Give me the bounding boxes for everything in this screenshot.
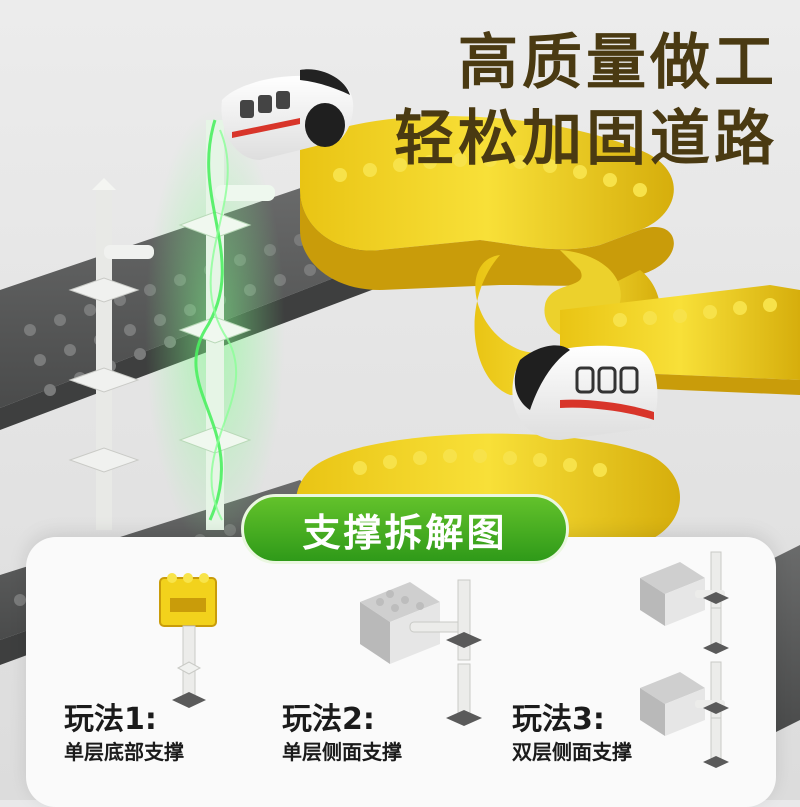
method2-title: 玩法2: <box>282 702 375 737</box>
method2-desc: 单层侧面支撑 <box>282 740 402 764</box>
method3-title: 玩法3: <box>512 702 605 737</box>
method3-desc: 双层侧面支撑 <box>512 740 632 764</box>
headline-line2: 轻松加固道路 <box>394 104 778 174</box>
support-pillar-back <box>68 178 154 530</box>
train-lower <box>512 345 658 440</box>
method1-desc: 单层底部支撑 <box>64 740 184 764</box>
method3-illustration <box>640 551 729 768</box>
method1-title: 玩法1: <box>64 702 157 737</box>
support-pillar-front-glow <box>145 110 285 550</box>
train-upper <box>221 69 354 160</box>
breakdown-banner: 支撑拆解图 <box>241 494 569 564</box>
method2-illustration <box>360 579 482 726</box>
headline-line1: 高质量做工 <box>458 28 778 98</box>
method1-illustration <box>159 573 217 708</box>
